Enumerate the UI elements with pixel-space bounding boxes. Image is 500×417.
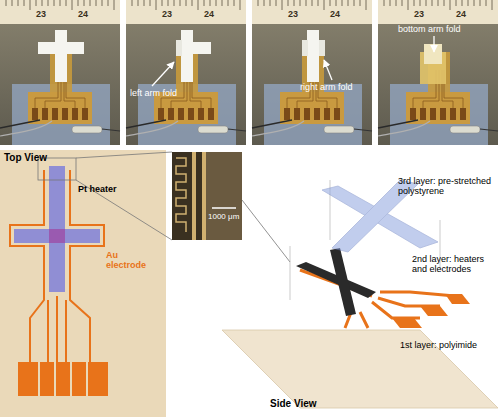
layer-label: 2nd layer: heaters and electrodes <box>412 254 496 275</box>
ruler-number: 24 <box>78 9 88 19</box>
ruler-number: 23 <box>162 9 172 19</box>
fold-label: bottom arm fold <box>398 24 461 34</box>
part-label: Pt heater <box>78 184 117 194</box>
ruler-number: 23 <box>414 9 424 19</box>
ruler-number: 23 <box>288 9 298 19</box>
ruler-number: 24 <box>330 9 340 19</box>
ruler-number: 24 <box>204 9 214 19</box>
ruler-number: 23 <box>36 9 46 19</box>
fold-label: left arm fold <box>130 88 177 98</box>
view-title: Top View <box>4 152 47 164</box>
layer-label: 1st layer: polyimide <box>400 340 477 350</box>
view-title: Side View <box>270 398 317 410</box>
layer-label: 3rd layer: pre-stretched polystyrene <box>398 176 494 197</box>
fold-label: right arm fold <box>300 82 353 92</box>
part-label: Au electrode <box>106 250 156 271</box>
ruler-number: 24 <box>456 9 466 19</box>
scale-bar-label: 1000 μm <box>208 212 239 221</box>
